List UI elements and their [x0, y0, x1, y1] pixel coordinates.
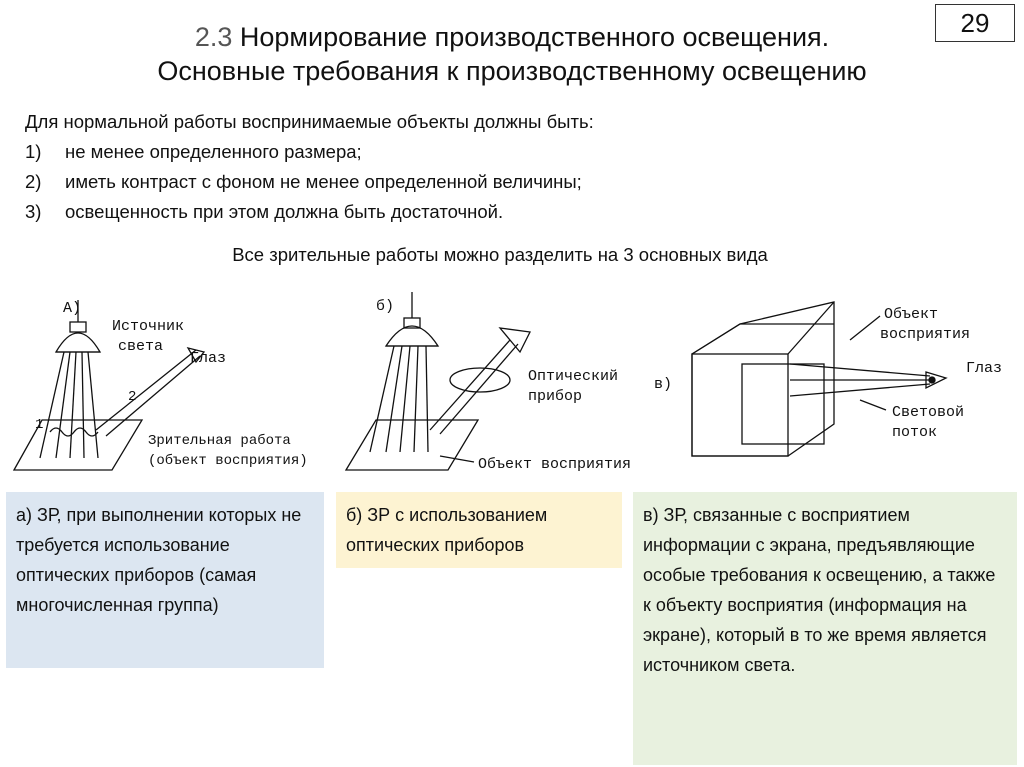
svg-text:А): А)	[63, 300, 81, 317]
page-number: 29	[935, 4, 1015, 42]
svg-text:Зрительная работа: Зрительная работа	[148, 432, 291, 449]
svg-text:Глаз: Глаз	[966, 360, 1002, 377]
page-title: 2.3 Нормирование производственного освещ…	[0, 20, 1024, 88]
svg-text:Источник: Источник	[112, 318, 184, 335]
category-c-box: в) ЗР, связанные с восприятием информаци…	[633, 492, 1017, 765]
section-number: 2.3	[194, 22, 233, 52]
list-item: 2)иметь контраст с фоном не менее опреде…	[25, 171, 582, 192]
category-b-box: б) ЗР с использованием оптических прибор…	[336, 492, 622, 568]
diagram-b: б) Оптический прибор Объект восприятия	[344, 292, 631, 473]
visual-work-diagram: А) Источник света Глаз 1 2 Зрительная ра…	[12, 292, 1002, 473]
svg-text:Объект: Объект	[884, 306, 938, 323]
title-line1: Нормирование производственного освещения…	[232, 22, 830, 52]
list-item: 1)не менее определенного размера;	[25, 141, 362, 162]
svg-text:б): б)	[376, 298, 394, 315]
list-item: 3)освещенность при этом должна быть дост…	[25, 201, 504, 222]
category-a-box: а) ЗР, при выполнении которых не требует…	[6, 492, 324, 668]
subheading: Все зрительные работы можно разделить на…	[232, 244, 768, 265]
svg-text:1: 1	[35, 417, 43, 433]
svg-text:Объект восприятия: Объект восприятия	[478, 456, 631, 473]
svg-text:прибор: прибор	[528, 388, 582, 405]
title-line2: Основные требования к производственному …	[157, 56, 867, 86]
diagram-c: в) Объект восприятия Глаз Световой поток	[654, 301, 1002, 457]
intro-lead: Для нормальной работы воспринимаемые объ…	[25, 111, 594, 132]
svg-text:в): в)	[654, 376, 672, 393]
svg-text:восприятия: восприятия	[880, 326, 970, 343]
svg-text:Световой: Световой	[892, 404, 964, 421]
svg-text:поток: поток	[892, 424, 937, 441]
intro-list: Для нормальной работы воспринимаемые объ…	[25, 107, 594, 227]
svg-text:Глаз: Глаз	[190, 350, 226, 367]
diagram-a: А) Источник света Глаз 1 2 Зрительная ра…	[12, 300, 308, 471]
svg-text:Оптический: Оптический	[528, 368, 618, 385]
svg-text:света: света	[118, 338, 163, 355]
svg-text:(объект восприятия): (объект восприятия)	[148, 452, 308, 469]
svg-text:2: 2	[128, 389, 136, 405]
